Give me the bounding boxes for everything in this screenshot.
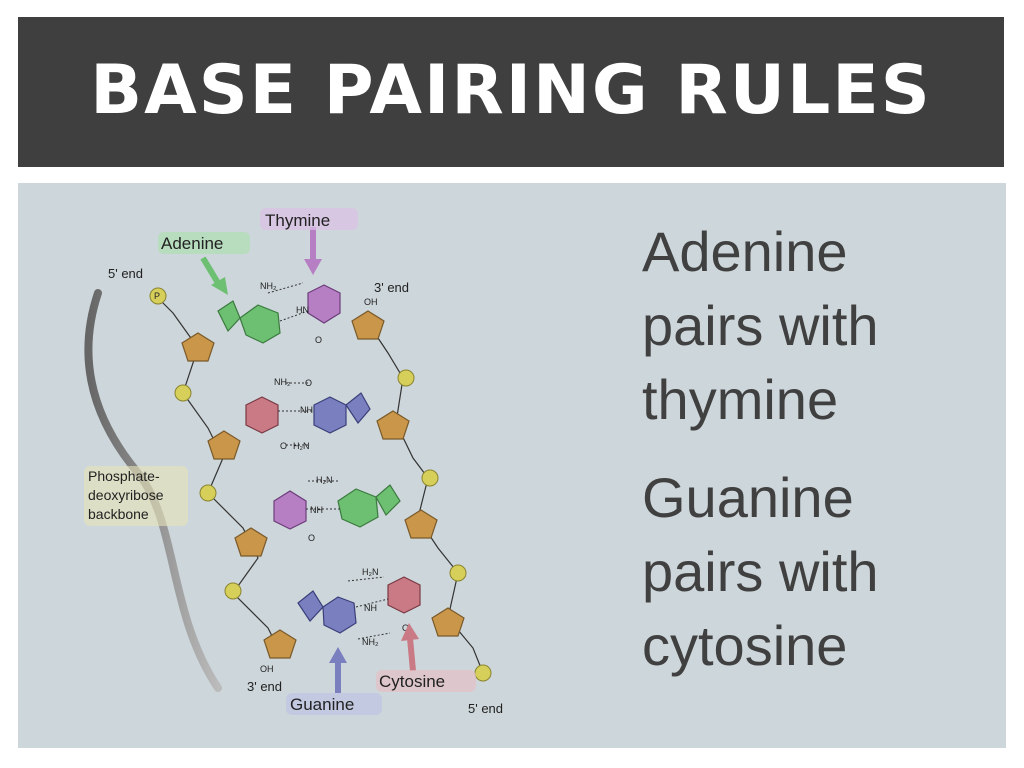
label-guanine: Guanine	[290, 695, 354, 714]
dna-diagram: NH₂ HN O OH NH₂ O NH O H₂N H₂N NH O H₂N …	[84, 208, 503, 716]
thymine-ring	[273, 490, 307, 530]
atom-label: NH₂	[260, 281, 277, 291]
pairing-rules-list: Adenine pairs with thymine Guanine pairs…	[642, 215, 982, 707]
phosphate-groups	[149, 287, 492, 682]
atom-label: P	[154, 291, 160, 301]
adenine-label-highlight	[158, 232, 250, 254]
atom-label: OH	[260, 664, 274, 674]
sugar-ring	[376, 410, 410, 440]
phosphate	[397, 369, 415, 387]
guanine-ring	[322, 596, 357, 634]
atom-label: NH	[300, 405, 313, 415]
label-3-end-bottom: 3' end	[247, 679, 282, 694]
adenine-ring	[217, 300, 241, 333]
atom-label: O	[305, 378, 312, 388]
label-adenine: Adenine	[161, 234, 223, 253]
base-pair-thymine-adenine-2	[273, 480, 401, 530]
thymine-ring	[307, 284, 341, 324]
cytosine-label-highlight	[376, 670, 476, 692]
atom-label: O	[315, 335, 322, 345]
cytosine-ring	[245, 396, 279, 434]
atom-label: NH	[364, 603, 377, 613]
adenine-ring	[239, 304, 281, 344]
atom-label: OH	[364, 297, 378, 307]
atom-label: H₂N	[293, 441, 310, 451]
base-pair-adenine-thymine-1	[217, 282, 341, 344]
guanine-ring	[313, 396, 347, 434]
guanine-ring	[345, 392, 371, 424]
label-cytosine: Cytosine	[379, 672, 445, 691]
content-panel: NH₂ HN O OH NH₂ O NH O H₂N H₂N NH O H₂N …	[18, 183, 1006, 748]
rule-adenine-thymine: Adenine pairs with thymine	[642, 220, 879, 431]
label-backbone-line1: Phosphate-	[88, 468, 160, 484]
label-5-end-top: 5' end	[108, 266, 143, 281]
atom-label: NH₂	[362, 637, 379, 647]
thymine-label-highlight	[260, 208, 358, 230]
atom-label: NH₂	[274, 377, 291, 387]
phosphate	[421, 469, 439, 487]
atom-label: O	[280, 441, 287, 451]
title-bar: BASE PAIRING RULES	[18, 17, 1004, 167]
phosphate	[474, 664, 492, 682]
sugar-ring	[234, 527, 268, 557]
label-5-end-bottom: 5' end	[468, 701, 503, 716]
atom-label: O	[308, 533, 315, 543]
cytosine-ring	[387, 576, 421, 614]
slide-title: BASE PAIRING RULES	[90, 51, 932, 130]
sugar-rings	[181, 310, 465, 659]
atom-label: HN	[296, 305, 309, 315]
base-pair-guanine-cytosine-2	[297, 576, 421, 640]
label-thymine: Thymine	[265, 211, 330, 230]
phosphate	[149, 287, 167, 305]
sugar-ring	[404, 509, 438, 539]
label-backbone-line3: backbone	[88, 506, 149, 522]
atom-label: H₂N	[362, 567, 379, 577]
guanine-ring	[297, 590, 324, 622]
sugar-ring	[207, 430, 241, 460]
label-3-end-top: 3' end	[374, 280, 409, 295]
sugar-ring	[263, 629, 297, 659]
sugar-ring	[431, 607, 465, 637]
sugar-ring	[351, 310, 385, 340]
backbone-label-highlight	[84, 466, 188, 526]
label-backbone-line2: deoxyribose	[88, 487, 164, 503]
guanine-label-highlight	[286, 693, 382, 715]
label-arrows	[200, 227, 419, 693]
phosphate	[199, 484, 217, 502]
phosphate	[174, 384, 192, 402]
atom-label: O	[402, 623, 409, 633]
phosphate	[224, 582, 242, 600]
atom-label: H₂N	[316, 475, 333, 485]
adenine-ring	[375, 484, 401, 516]
base-pair-cytosine-guanine-1	[245, 382, 371, 446]
sugar-ring	[181, 332, 215, 362]
atom-label: NH	[310, 505, 323, 515]
phosphate	[449, 564, 467, 582]
adenine-ring	[337, 488, 379, 528]
rule-guanine-cytosine: Guanine pairs with cytosine	[642, 466, 879, 677]
